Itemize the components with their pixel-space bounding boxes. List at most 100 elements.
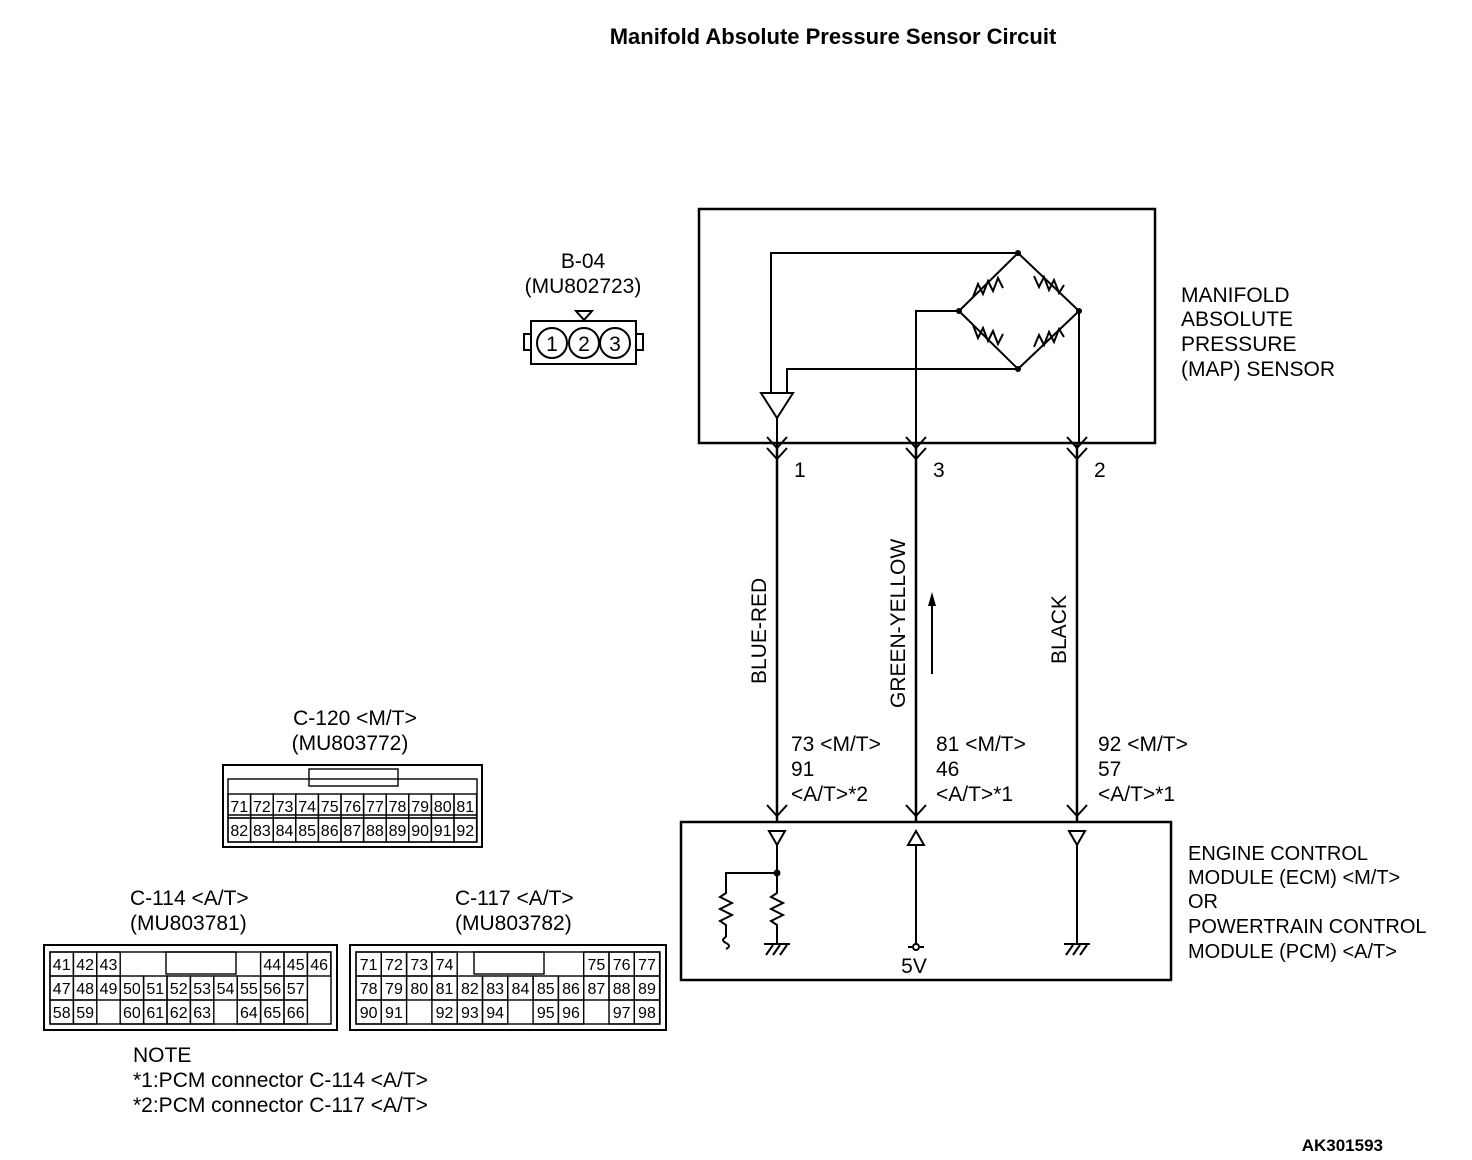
- pin-number: 64: [240, 1005, 258, 1022]
- pin-number: 81: [436, 981, 454, 998]
- pin-number: 79: [411, 799, 429, 816]
- sensor-connector-pin-1: 1: [546, 333, 558, 356]
- pin-number: 93: [461, 1005, 479, 1022]
- pin-number: 76: [613, 957, 631, 974]
- pin-number: 91: [434, 823, 452, 840]
- wavy-lead-icon: [722, 936, 730, 950]
- pin-number: 48: [76, 981, 94, 998]
- connector-c120-id: C-120 <M/T>: [293, 707, 417, 730]
- ecm-terminal-3-line-3: <A/T>*1: [936, 783, 1013, 806]
- pin-number: 76: [343, 799, 361, 816]
- supply-label-5v: 5V: [901, 955, 927, 978]
- sensor-connector-face: [523, 310, 644, 365]
- pin-number: 50: [123, 981, 141, 998]
- pin-number: 77: [366, 799, 384, 816]
- wire-color-label-green-yellow: GREEN-YELLOW: [887, 539, 910, 708]
- wire-black: [1066, 436, 1088, 822]
- sensor-label-line-2: ABSOLUTE: [1181, 308, 1293, 331]
- ecm-box: 5V: [679, 820, 1173, 982]
- pin-number: 59: [76, 1005, 94, 1022]
- module-label-line-2: MODULE (ECM) <M/T>: [1188, 867, 1400, 889]
- connector-c117-id: C-117 <A/T>: [455, 887, 574, 910]
- pin-number: 73: [276, 799, 294, 816]
- pin-number: 66: [287, 1005, 305, 1022]
- pin-number: 87: [343, 823, 361, 840]
- pin-number: 84: [512, 981, 530, 998]
- pin-number: 54: [217, 981, 235, 998]
- ecm-terminal-3-line-1: 81 <M/T>: [936, 733, 1026, 756]
- pin-number: 72: [385, 957, 403, 974]
- pin-number: 96: [562, 1005, 580, 1022]
- wire-green-yellow: [905, 436, 927, 822]
- pin-number: 52: [170, 981, 188, 998]
- pin-number: 46: [310, 957, 328, 974]
- pin-number: 88: [613, 981, 631, 998]
- pin-number: 92: [436, 1005, 454, 1022]
- pin-number: 41: [53, 957, 71, 974]
- note-heading: NOTE: [133, 1044, 191, 1067]
- pin-number: 61: [146, 1005, 164, 1022]
- pin-cell: [72, 999, 98, 1025]
- ecm-terminal-1-line-1: 73 <M/T>: [791, 733, 881, 756]
- ecm-terminal-2-line-2: 57: [1098, 758, 1121, 781]
- arrow-up-icon: [928, 592, 936, 674]
- note-item-2: *2:PCM connector C-117 <A/T>: [133, 1094, 428, 1117]
- sensor-connector-id: B-04: [561, 250, 606, 273]
- pin-number: 87: [587, 981, 605, 998]
- pin-number: 75: [321, 799, 339, 816]
- sensor-label-line-4: (MAP) SENSOR: [1181, 358, 1335, 381]
- pin-number: 73: [410, 957, 428, 974]
- pin-number: 89: [389, 823, 407, 840]
- pin-number: 78: [389, 799, 407, 816]
- ecm-terminal-1-line-2: 91: [791, 758, 814, 781]
- pin-number: 81: [456, 799, 474, 816]
- pin-number: 88: [366, 823, 384, 840]
- pin-cell: [189, 999, 215, 1025]
- pin-number: 71: [360, 957, 378, 974]
- pin-number: 89: [638, 981, 656, 998]
- pin-number: 56: [263, 981, 281, 998]
- connector-c114-id: C-114 <A/T>: [130, 887, 249, 910]
- ecm-terminal-3-line-2: 46: [936, 758, 959, 781]
- pin-number: 57: [287, 981, 305, 998]
- diagram-title: Manifold Absolute Pressure Sensor Circui…: [610, 24, 1057, 49]
- input-buffer-icon: [1067, 830, 1087, 848]
- pin-number: 51: [146, 981, 164, 998]
- resistor-bridge: [956, 250, 1082, 372]
- wire-color-label-blue-red: BLUE-RED: [748, 578, 771, 684]
- pin-number: 47: [53, 981, 71, 998]
- pin-number: 58: [53, 1005, 71, 1022]
- pin-number: 63: [193, 1005, 211, 1022]
- pin-number: 85: [298, 823, 316, 840]
- pin-number: 90: [411, 823, 429, 840]
- pin-number: 78: [360, 981, 378, 998]
- ecm-terminal-2-line-1: 92 <M/T>: [1098, 733, 1188, 756]
- pin-number: 98: [638, 1005, 656, 1022]
- pin-number: 83: [253, 823, 271, 840]
- pin-number: 55: [240, 981, 258, 998]
- pin-number: 86: [562, 981, 580, 998]
- pin-number: 65: [263, 1005, 281, 1022]
- pin-number: 77: [638, 957, 656, 974]
- resistor-icon: [768, 873, 786, 944]
- connector-c114-part: (MU803781): [130, 912, 247, 935]
- pin-number: 92: [456, 823, 474, 840]
- pin-number: 90: [360, 1005, 378, 1022]
- pin-number: 44: [263, 957, 281, 974]
- pin-number: 43: [100, 957, 118, 974]
- pin-number: 83: [486, 981, 504, 998]
- ground-icon: [764, 943, 790, 956]
- sensor-connector-pin-3: 3: [609, 333, 621, 356]
- pin-number: 42: [76, 957, 94, 974]
- pin-number: 72: [253, 799, 271, 816]
- sensor-label-line-1: MANIFOLD: [1181, 284, 1290, 307]
- ecm-terminal-2-line-3: <A/T>*1: [1098, 783, 1175, 806]
- wire-color-label-black: BLACK: [1048, 595, 1071, 664]
- note-item-1: *1:PCM connector C-114 <A/T>: [133, 1069, 428, 1092]
- ground-icon: [1064, 943, 1090, 956]
- pin-number: 62: [170, 1005, 188, 1022]
- module-label-line-3: OR: [1188, 891, 1218, 913]
- module-label-line-1: ENGINE CONTROL: [1188, 843, 1368, 865]
- connector-c120-part: (MU803772): [292, 732, 409, 755]
